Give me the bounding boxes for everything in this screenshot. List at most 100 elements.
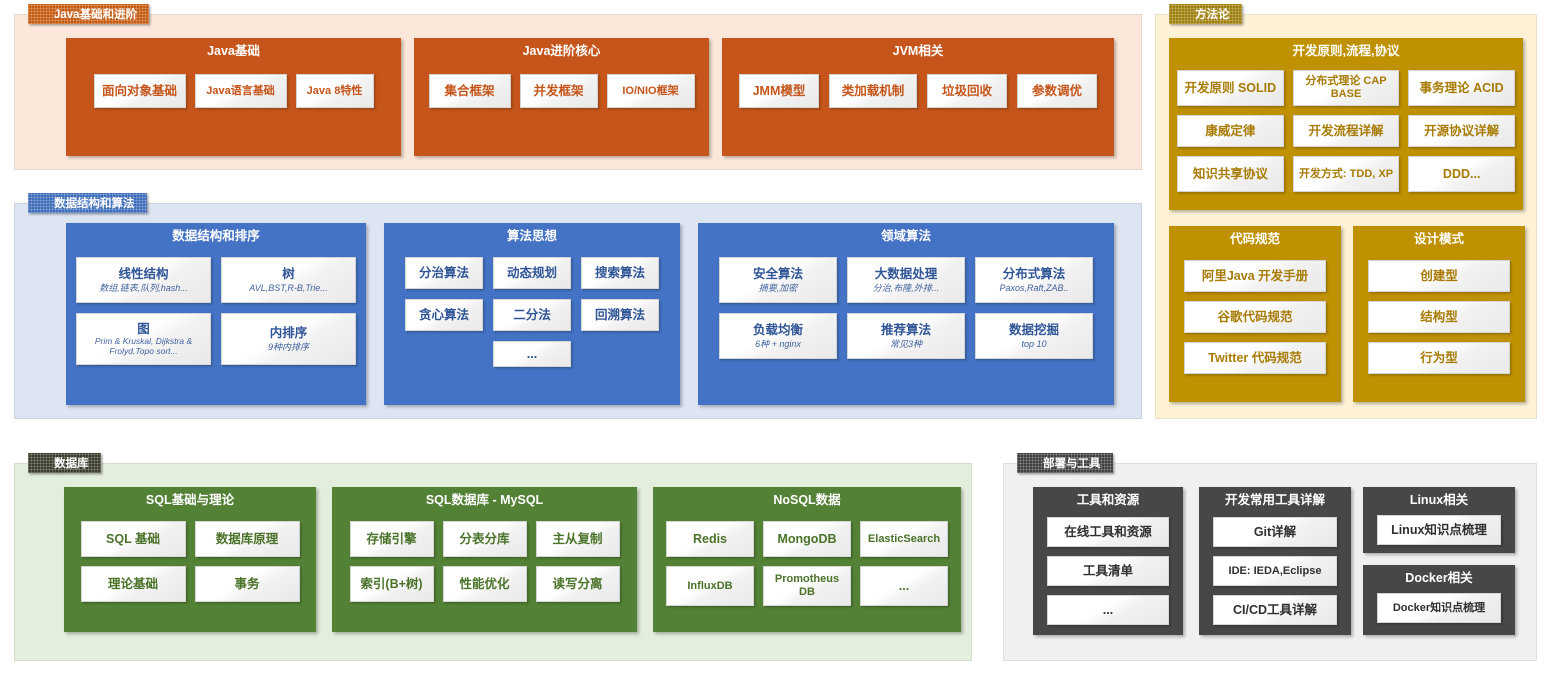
topic-chip[interactable]: 垃圾回收 <box>927 74 1007 108</box>
section-tab-algo[interactable]: 数据结构和算法 <box>28 193 147 213</box>
topic-chip[interactable]: 贪心算法 <box>405 299 483 331</box>
topic-chip[interactable]: MongoDB <box>763 521 851 557</box>
topic-chip[interactable]: 数据库原理 <box>194 521 300 557</box>
topic-chip[interactable]: 读写分离 <box>535 566 620 602</box>
topic-chip[interactable]: 集合框架 <box>428 74 511 108</box>
section-tab-db[interactable]: 数据库 <box>28 453 101 473</box>
topic-chip[interactable]: 并发框架 <box>519 74 598 108</box>
topic-chip[interactable]: 事务理论 ACID <box>1408 70 1516 106</box>
topic-chip[interactable]: Linux知识点梳理 <box>1377 515 1501 545</box>
topic-chip[interactable]: 知识共享协议 <box>1177 156 1284 192</box>
topic-chip[interactable]: 类加载机制 <box>829 74 917 108</box>
topic-chip[interactable]: 动态规划 <box>493 257 571 289</box>
topic-chip[interactable]: 分布式理论 CAP BASE <box>1292 70 1400 106</box>
topic-chip[interactable]: 结构型 <box>1368 301 1510 333</box>
topic-chip-subtitle: 数组,链表,队列,hash... <box>99 282 188 293</box>
topic-chip[interactable]: 推荐算法常见3种 <box>847 313 965 359</box>
topic-chip[interactable]: 参数调优 <box>1017 74 1097 108</box>
topic-chip[interactable]: 阿里Java 开发手册 <box>1184 260 1326 292</box>
topic-chip[interactable]: 创建型 <box>1368 260 1510 292</box>
topic-chip[interactable]: Docker知识点梳理 <box>1377 593 1501 623</box>
topic-chip[interactable]: Java 8特性 <box>295 74 374 108</box>
topic-chip-label: Git详解 <box>1253 524 1297 539</box>
topic-chip[interactable]: 开发流程详解 <box>1292 115 1400 147</box>
topic-chip[interactable]: Twitter 代码规范 <box>1184 342 1326 374</box>
topic-chip[interactable]: 开源协议详解 <box>1408 115 1516 147</box>
chip-row: Git详解 <box>1207 517 1343 547</box>
topic-chip[interactable]: SQL 基础 <box>80 521 186 557</box>
topic-chip[interactable]: 索引(B+树) <box>349 566 434 602</box>
section-tab-label: 数据库 <box>54 458 89 470</box>
chip-container: 在线工具和资源工具清单... <box>1033 511 1183 642</box>
topic-chip[interactable]: 开发原则 SOLID <box>1177 70 1284 106</box>
topic-chip[interactable]: 工具清单 <box>1047 556 1169 586</box>
group-title: 领域算法 <box>880 229 931 243</box>
topic-chip[interactable]: 回溯算法 <box>581 299 659 331</box>
topic-chip-label: 阿里Java 开发手册 <box>1201 268 1309 283</box>
topic-chip[interactable]: 线性结构数组,链表,队列,hash... <box>76 257 211 303</box>
topic-chip[interactable]: 安全算法摘要,加密 <box>719 257 837 303</box>
topic-chip-label: 集合框架 <box>444 83 495 98</box>
topic-chip[interactable]: Git详解 <box>1213 517 1337 547</box>
topic-chip[interactable]: 谷歌代码规范 <box>1184 301 1326 333</box>
topic-chip[interactable]: DDD... <box>1408 156 1516 192</box>
topic-chip[interactable]: 二分法 <box>493 299 571 331</box>
topic-chip-label: 动态规划 <box>506 265 557 280</box>
topic-chip[interactable]: IDE: IEDA,Eclipse <box>1213 556 1337 586</box>
topic-chip[interactable]: Promotheus DB <box>763 566 851 606</box>
chip-row: ... <box>392 341 672 367</box>
topic-chip[interactable]: 分表分库 <box>442 521 527 557</box>
topic-chip[interactable]: 事务 <box>194 566 300 602</box>
group-card: 算法思想分治算法动态规划搜索算法贪心算法二分法回溯算法... <box>384 223 680 405</box>
topic-chip[interactable]: 在线工具和资源 <box>1047 517 1169 547</box>
topic-chip-label: 分布式算法 <box>1002 267 1066 282</box>
topic-chip[interactable]: 理论基础 <box>80 566 186 602</box>
topic-chip[interactable]: 主从复制 <box>535 521 620 557</box>
topic-chip[interactable]: ElasticSearch <box>860 521 948 557</box>
topic-chip-subtitle: AVL,BST,R-B,Trie... <box>249 282 328 293</box>
topic-chip-subtitle: Prim & Kruskal, Dijkstra & Frolyd,Topo s… <box>94 335 193 356</box>
topic-chip[interactable]: ... <box>493 341 571 367</box>
topic-chip-label: 开源协议详解 <box>1424 123 1500 138</box>
topic-chip[interactable]: 开发方式: TDD, XP <box>1292 156 1400 192</box>
topic-chip[interactable]: 行为型 <box>1368 342 1510 374</box>
topic-chip[interactable]: InfluxDB <box>666 566 754 606</box>
chip-row: Linux知识点梳理 <box>1371 515 1507 545</box>
topic-chip[interactable]: Java语言基础 <box>194 74 287 108</box>
section-tab-tools[interactable]: 部署与工具 <box>1017 453 1113 473</box>
topic-chip[interactable]: 存储引擎 <box>349 521 434 557</box>
chip-row: CI/CD工具详解 <box>1207 595 1343 625</box>
topic-chip[interactable]: IO/NIO框架 <box>606 74 695 108</box>
topic-chip[interactable]: 性能优化 <box>442 566 527 602</box>
topic-chip[interactable]: 面向对象基础 <box>93 74 186 108</box>
topic-chip-subtitle: top 10 <box>1021 338 1047 349</box>
topic-chip[interactable]: JMM模型 <box>739 74 819 108</box>
topic-chip-label: Redis <box>692 531 728 546</box>
topic-chip[interactable]: 分治算法 <box>405 257 483 289</box>
section-tab-java[interactable]: Java基础和进阶 <box>28 4 150 24</box>
topic-chip-label: 回溯算法 <box>594 307 645 322</box>
section-tab-method[interactable]: 方法论 <box>1169 4 1242 24</box>
topic-chip[interactable]: CI/CD工具详解 <box>1213 595 1337 625</box>
topic-chip[interactable]: ... <box>1047 595 1169 625</box>
topic-chip[interactable]: 搜索算法 <box>581 257 659 289</box>
topic-chip-label: 线性结构 <box>118 267 169 282</box>
topic-chip[interactable]: 大数据处理分治,布隆,外排... <box>847 257 965 303</box>
topic-chip[interactable]: 康威定律 <box>1177 115 1284 147</box>
topic-chip-label: 知识共享协议 <box>1192 166 1268 181</box>
section-tab-label: 方法论 <box>1195 9 1230 21</box>
topic-chip[interactable]: Redis <box>666 521 754 557</box>
topic-chip[interactable]: ... <box>860 566 948 606</box>
topic-chip-label: 贪心算法 <box>418 307 469 322</box>
